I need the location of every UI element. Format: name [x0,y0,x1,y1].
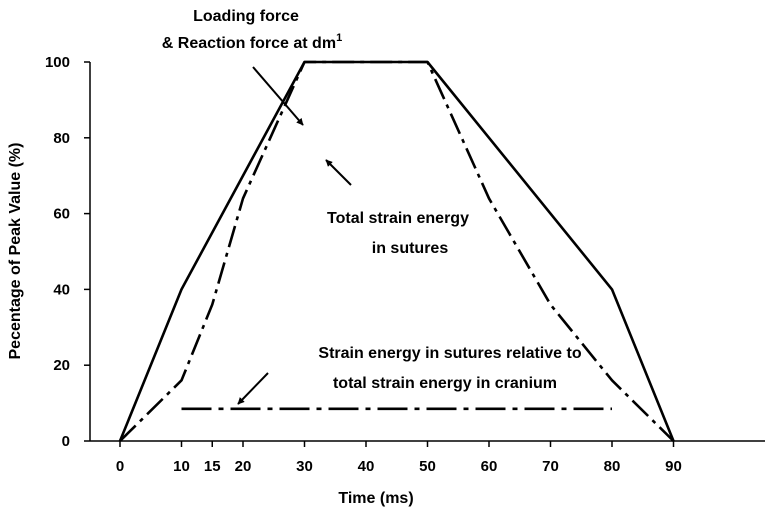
annotation-strain-line1: Total strain energy [327,210,469,227]
annotation-relative-line2: total strain energy in cranium [333,375,557,392]
annotation-loading-line1: Loading force [193,8,299,25]
arrow-loading [252,66,304,126]
series-line-dash-dot [119,60,675,442]
y-tick-label: 20 [53,357,70,374]
annotation-relative-line1: Strain energy in sutures relative to [318,345,581,362]
annotation-loading-superscript: 1 [336,32,342,44]
x-tick-label: 60 [481,458,498,475]
x-tick-label: 70 [542,458,559,475]
annotation-loading-text: & Reaction force at dm [162,35,336,52]
axes: 0 20 40 60 80 100 0 10 15 20 30 40 50 60 70 80 90 [45,54,765,475]
annotation-loading-line2: & Reaction force at dm1 [162,32,342,52]
series-line-solid [118,60,675,442]
x-axis-label: Time (ms) [338,490,413,507]
x-tick-label: 50 [419,458,436,475]
y-tick-label: 40 [53,281,70,298]
y-tick-label: 0 [62,433,70,450]
y-tick-label: 80 [53,130,70,147]
x-tick-label: 30 [296,458,313,475]
x-tick-label: 40 [358,458,375,475]
annotation-strain-line2: in sutures [372,240,449,257]
y-axis-label: Pecentage of Peak Value (%) [7,143,24,360]
y-tick-label: 60 [53,206,70,223]
x-tick-label: 80 [604,458,621,475]
x-tick-label: 0 [116,458,124,475]
x-tick-label: 10 [173,458,190,475]
x-tick-label: 20 [235,458,252,475]
arrow-strain [325,159,352,186]
y-tick-label: 100 [45,54,70,71]
arrow-relative [237,372,269,405]
x-tick-label: 90 [665,458,682,475]
x-tick-label: 15 [204,458,221,475]
